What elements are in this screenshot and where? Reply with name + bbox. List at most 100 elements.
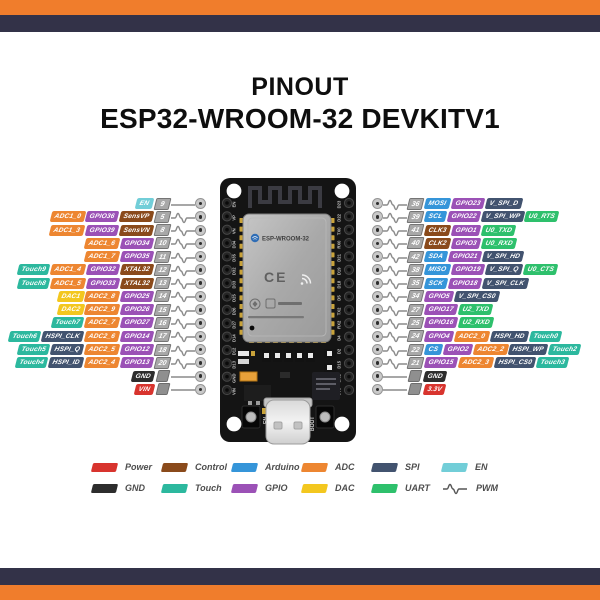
pin-label-V_SPI_Q: V_SPI_Q [484, 264, 523, 276]
straight-connector [171, 383, 195, 395]
pin-hole-dot [195, 344, 206, 356]
pin-label-ADC2_4: ADC2_4 [84, 357, 121, 369]
pin-hole-dot-core [198, 334, 203, 339]
pin-label-U0_TXD: U0_TXD [480, 224, 518, 236]
pin-hole-dot [195, 304, 206, 316]
pin-hole-dot-core [198, 308, 203, 312]
pin-label-CLK2: CLK2 [423, 237, 452, 249]
solder-pad [155, 383, 171, 396]
pin-number: 39 [406, 210, 425, 223]
pin-label-V_SPI_D: V_SPI_D [484, 198, 523, 210]
silkscreen-label-D18: D18 [337, 280, 342, 288]
pin-number: 12 [153, 263, 172, 276]
mount-hole [226, 416, 242, 432]
pin-hole-dot-core [375, 281, 380, 285]
pin-label-GPIO15: GPIO15 [423, 357, 459, 369]
pin-label-ADC2_2: ADC2_2 [472, 344, 509, 356]
pwm-squiggle-connector [383, 264, 407, 277]
pin-label-MISO: MISO [423, 264, 452, 276]
pwm-squiggle-icon [442, 482, 468, 495]
pwm-squiggle-connector [383, 224, 407, 237]
pin-hole-dot [195, 277, 206, 289]
boot-button [315, 405, 335, 429]
silkscreen-label-D33: D33 [232, 280, 237, 288]
legend-label: Touch [195, 482, 222, 493]
legend-swatch-en [440, 462, 469, 472]
pin-number: 8 [153, 224, 172, 237]
pin-label-GPIO34: GPIO34 [119, 237, 155, 249]
pin-row: 3.3V [372, 383, 596, 396]
pin-label-ADC1_3: ADC1_3 [48, 224, 86, 236]
pin-label-GPIO22: GPIO22 [446, 211, 482, 223]
silkscreen-label-D4: D4 [337, 335, 342, 341]
legend-label: UART [405, 482, 430, 493]
pin-label-GPIO18: GPIO18 [447, 277, 482, 289]
pin-label-GPIO13: GPIO13 [119, 357, 155, 369]
pin-number: 36 [406, 197, 425, 210]
legend-swatch-gnd [90, 483, 119, 493]
pin-hole-dot-core [375, 201, 380, 206]
pin-hole-dot-core [375, 308, 380, 312]
pwm-squiggle-connector [383, 277, 407, 290]
pin-hole-dot [195, 211, 206, 223]
pin-label-SensVP: SensVP [118, 211, 155, 223]
pin-label-U2_RXD: U2_RXD [457, 317, 495, 329]
pin-row: GND [8, 369, 206, 383]
pin-hole-dot-core [198, 347, 203, 352]
legend-label: GND [125, 482, 145, 493]
legend-item-DAC: DAC [300, 482, 372, 494]
pin-number: 5 [153, 210, 172, 223]
legend-label: ADC [335, 461, 355, 472]
pin-hole-dot [372, 383, 383, 395]
pin-hole-dot-core [198, 215, 203, 219]
pin-hole-dot-core [198, 281, 203, 285]
pin-label-GPIO32: GPIO32 [85, 264, 121, 276]
pin-number: 35 [406, 277, 425, 290]
pin-label-GPIO3: GPIO3 [450, 237, 482, 249]
pin-label-ADC1_0: ADC1_0 [49, 211, 86, 223]
pin-number: 27 [406, 303, 425, 316]
pin-number: 9 [153, 197, 172, 210]
pin-label-SDA: SDA [423, 251, 448, 263]
ce-mark: CE [264, 269, 287, 285]
silkscreen-label-D27: D27 [232, 320, 237, 328]
pin-label-GPIO25: GPIO25 [119, 290, 155, 303]
pin-hole-dot-core [198, 374, 203, 378]
cert-box [265, 298, 276, 309]
pin-hole-dot-core [375, 228, 380, 232]
pin-label-Touch5: Touch5 [16, 344, 51, 356]
legend-item-UART: UART [370, 482, 442, 494]
page-title: PINOUT ESP32-WROOM-32 DEVKITV1 [0, 72, 600, 136]
pwm-squiggle-connector [171, 237, 195, 250]
pin-hole-dot-core [375, 241, 380, 246]
pin-number: 42 [406, 250, 425, 263]
pin-hole-dot [195, 317, 206, 329]
legend-item-GPIO: GPIO [230, 482, 302, 494]
pin-hole-dot-core [375, 321, 380, 325]
pin-number: 20 [153, 356, 172, 369]
silkscreen-label-EN: EN [232, 202, 237, 208]
pwm-squiggle-connector [171, 317, 195, 330]
pin-number: 38 [406, 263, 425, 276]
pin-label-ADC1_5: ADC1_5 [49, 277, 87, 289]
pin-hole-dot [372, 224, 383, 236]
pin-hole-dot-core [198, 241, 203, 246]
pin-hole-dot [195, 264, 206, 276]
pin-label-CS: CS [423, 344, 443, 356]
pin-hole-dot [372, 237, 383, 249]
silkscreen-label-D12: D12 [232, 347, 237, 355]
pin-label-HSPI_Q: HSPI_Q [49, 344, 85, 356]
pin-label-V_SPI_CLK: V_SPI_CLK [481, 277, 529, 289]
pin-hole-dot-core [375, 361, 380, 365]
pin-label-ADC2_6: ADC2_6 [84, 330, 121, 342]
pwm-squiggle-connector [171, 344, 195, 356]
